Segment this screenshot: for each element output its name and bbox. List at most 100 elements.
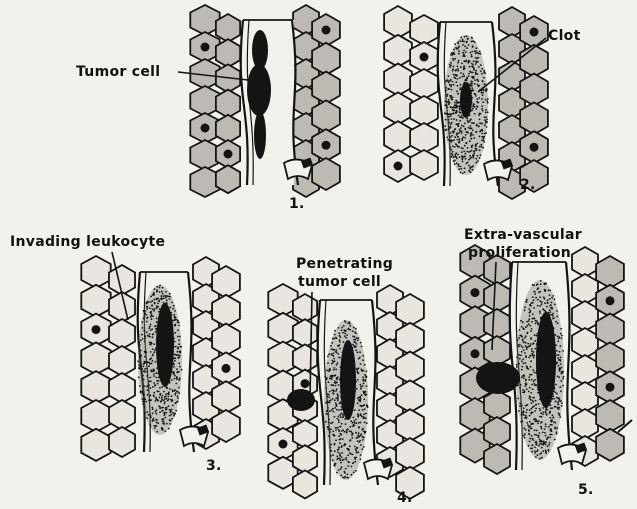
clot-stipple <box>460 172 462 174</box>
clot-stipple <box>358 432 360 434</box>
clot-stipple <box>523 341 525 343</box>
clot-stipple <box>342 416 344 418</box>
clot-stipple <box>458 106 460 108</box>
clot-stipple <box>519 344 521 346</box>
clot-stipple <box>349 445 351 447</box>
clot-stipple <box>175 383 177 385</box>
clot-stipple <box>329 410 331 412</box>
clot-stipple <box>152 412 154 414</box>
clot-stipple <box>345 337 347 339</box>
clot-stipple <box>544 428 546 430</box>
clot-stipple <box>330 444 332 446</box>
clot-stipple <box>522 328 524 330</box>
clot-stipple <box>474 113 476 115</box>
clot-stipple <box>455 81 457 83</box>
clot-stipple <box>459 130 461 132</box>
clot-stipple <box>523 410 525 412</box>
clot-stipple <box>447 80 449 82</box>
clot-stipple <box>480 64 482 66</box>
clot-stipple <box>464 137 466 139</box>
clot-stipple <box>354 458 356 460</box>
clot-stipple <box>450 123 452 125</box>
clot-stipple <box>534 318 536 320</box>
clot-stipple <box>478 125 480 127</box>
clot-stipple <box>181 369 183 371</box>
clot-stipple <box>534 447 536 449</box>
label-penetrating-tumor-cell-1: Penetrating <box>296 256 393 272</box>
clot-stipple <box>347 465 349 467</box>
clot-stipple <box>479 131 481 133</box>
clot-stipple <box>159 397 161 399</box>
clot-stipple <box>339 335 341 337</box>
clot-stipple <box>458 163 460 165</box>
clot-stipple <box>528 345 530 347</box>
clot-stipple <box>481 68 483 70</box>
clot-stipple <box>531 328 533 330</box>
tissue-cell <box>596 314 624 346</box>
clot-stipple <box>355 450 357 452</box>
clot-stipple <box>519 387 521 389</box>
clot-stipple <box>450 149 452 151</box>
clot-stipple <box>173 305 175 307</box>
clot-stipple <box>169 388 171 390</box>
clot-stipple <box>152 334 154 336</box>
clot-stipple <box>143 365 145 367</box>
clot-stipple <box>458 60 460 62</box>
clot-stipple <box>477 155 479 157</box>
clot-stipple <box>521 414 523 416</box>
clot-stipple <box>539 453 541 455</box>
clot-stipple <box>552 396 554 398</box>
clot-stipple <box>157 422 159 424</box>
clot-stipple <box>475 93 477 95</box>
clot-stipple <box>146 375 148 377</box>
clot-stipple <box>465 142 467 144</box>
clot-stipple <box>149 326 151 328</box>
clot-stipple <box>463 65 465 67</box>
clot-stipple <box>150 324 152 326</box>
clot-stipple <box>338 344 340 346</box>
clot-stipple <box>460 37 462 39</box>
clot-stipple <box>365 391 367 393</box>
clot-stipple <box>139 362 141 364</box>
tissue-cell <box>293 319 317 347</box>
clot-stipple <box>153 396 155 398</box>
clot-stipple <box>550 304 552 306</box>
clot-stipple <box>458 46 460 48</box>
clot-stipple <box>550 428 552 430</box>
clot-stipple <box>339 455 341 457</box>
clot-stipple <box>447 139 449 141</box>
clot-stipple <box>177 351 179 353</box>
clot-stipple <box>562 385 564 387</box>
clot-stipple <box>331 342 333 344</box>
clot-stipple <box>161 397 163 399</box>
clot-stipple <box>556 354 558 356</box>
tumor-cell-mass <box>476 362 520 394</box>
clot-stipple <box>334 382 336 384</box>
clot-stipple <box>159 394 161 396</box>
clot-stipple <box>350 431 352 433</box>
clot-stipple <box>147 385 149 387</box>
clot-stipple <box>530 392 532 394</box>
clot-stipple <box>451 122 453 124</box>
tissue-cell <box>81 371 110 403</box>
tissue-cell <box>216 90 240 118</box>
clot-stipple <box>525 429 527 431</box>
clot-stipple <box>337 452 339 454</box>
clot-stipple <box>177 329 179 331</box>
clot-stipple <box>525 346 527 348</box>
clot-stipple <box>542 432 544 434</box>
tissue-cell <box>81 285 110 317</box>
clot-stipple <box>557 376 559 378</box>
clot-stipple <box>475 57 477 59</box>
clot-stipple <box>154 302 156 304</box>
clot-stipple <box>328 370 330 372</box>
clot-stipple <box>561 337 563 339</box>
clot-stipple <box>561 372 563 374</box>
clot-stipple <box>530 305 532 307</box>
clot-stipple <box>332 349 334 351</box>
clot-stipple <box>529 397 531 399</box>
clot-stipple <box>335 349 337 351</box>
clot-stipple <box>158 391 160 393</box>
clot-stipple <box>472 169 474 171</box>
clot-stipple <box>332 454 334 456</box>
